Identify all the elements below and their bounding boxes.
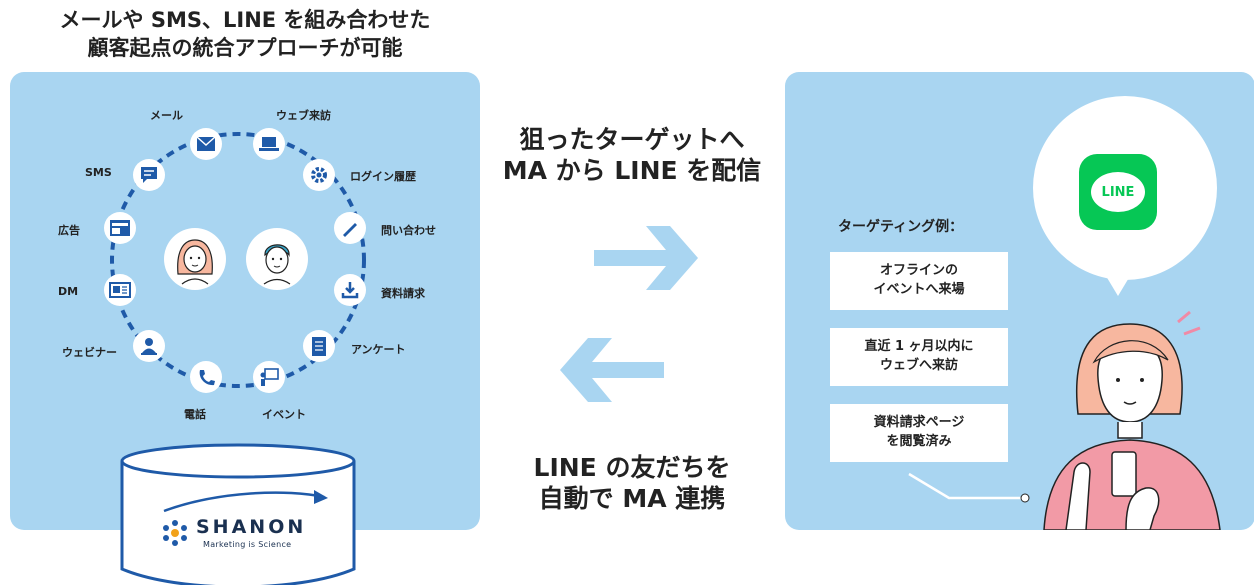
targeting-box-event: オフラインの イベントへ来場	[830, 252, 1008, 310]
avatar-man	[246, 228, 308, 290]
targeting-box-document-view-line-1: 資料請求ページ	[873, 415, 965, 430]
targeting-title: ターゲティング例：	[838, 219, 964, 235]
center-top-line-1: 狙ったターゲットへ	[519, 125, 745, 154]
ad-icon	[104, 212, 136, 244]
channel-label-survey: アンケート	[351, 343, 406, 356]
targeting-box-web-visit-line-2: ウェブへ来訪	[879, 358, 958, 373]
targeting-box-document-view: 資料請求ページ を閲覧済み	[830, 404, 1008, 462]
channel-label-mail: メール	[150, 109, 183, 122]
center-bottom-text: LINE の友だちを 自動で MA 連携	[482, 452, 782, 514]
gear-icon	[303, 159, 335, 191]
targeting-box-document-view-line-2: を閲覧済み	[886, 434, 952, 449]
channel-ring	[110, 132, 366, 388]
download-icon	[334, 274, 366, 306]
channel-label-webinar: ウェビナー	[62, 346, 117, 359]
channel-label-dm: DM	[58, 285, 79, 298]
heading-line-1: メールや SMS、LINE を組み合わせた	[59, 8, 431, 32]
arrow-left-icon	[560, 338, 664, 402]
channel-label-login-history: ログイン履歴	[350, 170, 416, 183]
channel-label-event: イベント	[262, 408, 306, 421]
line-app-icon: LINE	[1079, 154, 1157, 230]
database-tagline: Marketing is Science	[203, 540, 292, 549]
center-top-line-2: MA から LINE を配信	[502, 156, 762, 185]
webinar-icon	[133, 330, 165, 362]
speech-bubble-tail	[1100, 266, 1136, 296]
heading-line-2: 顧客起点の統合アプローチが可能	[87, 36, 403, 60]
line-logo-text: LINE	[1091, 172, 1145, 212]
man-face-icon	[263, 244, 291, 285]
chat-icon	[133, 159, 165, 191]
postcard-icon	[104, 274, 136, 306]
channel-label-web-visit: ウェブ来訪	[276, 109, 331, 122]
database-cylinder	[120, 443, 356, 585]
database-brand: SHANON	[196, 516, 307, 538]
presentation-icon	[253, 361, 285, 393]
laptop-icon	[253, 128, 285, 160]
targeting-box-web-visit-line-1: 直近 1 ヶ月以内に	[864, 339, 974, 354]
woman-with-phone-illustration	[1043, 310, 1221, 530]
channel-label-document-request: 資料請求	[381, 287, 425, 300]
channel-label-ad: 広告	[58, 224, 80, 237]
phone-icon	[190, 361, 222, 393]
pen-icon	[334, 212, 366, 244]
woman-face-icon	[177, 239, 213, 285]
targeting-box-web-visit: 直近 1 ヶ月以内に ウェブへ来訪	[830, 328, 1008, 386]
heading: メールや SMS、LINE を組み合わせた 顧客起点の統合アプローチが可能	[0, 6, 490, 62]
clipboard-icon	[303, 330, 335, 362]
arrow-right-icon	[594, 226, 698, 290]
center-top-text: 狙ったターゲットへ MA から LINE を配信	[482, 124, 782, 186]
targeting-box-event-line-2: イベントへ来場	[873, 282, 965, 297]
connector-line	[908, 472, 1030, 503]
channel-label-sms: SMS	[85, 166, 112, 179]
avatar-woman	[164, 228, 226, 290]
channel-label-phone: 電話	[184, 408, 206, 421]
mail-icon	[190, 128, 222, 160]
targeting-box-event-line-1: オフラインの	[879, 263, 958, 278]
channel-label-inquiry: 問い合わせ	[381, 224, 436, 237]
center-bottom-line-2: 自動で MA 連携	[538, 484, 726, 513]
center-bottom-line-1: LINE の友だちを	[533, 453, 731, 482]
shanon-logo-icon	[160, 518, 190, 552]
